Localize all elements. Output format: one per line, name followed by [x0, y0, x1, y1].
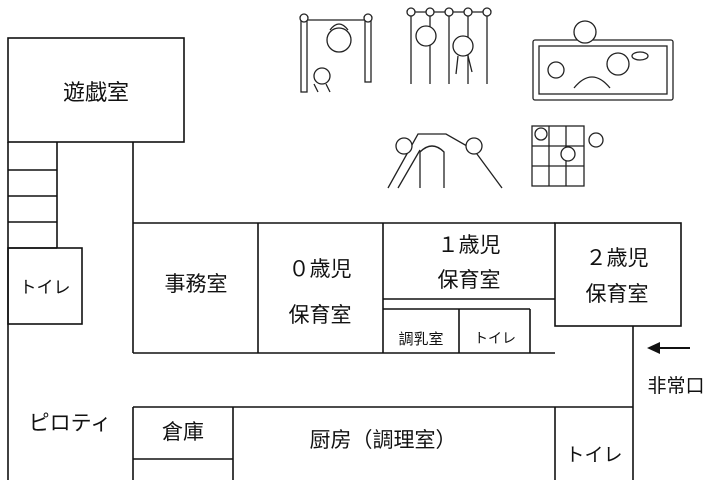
infant0-label-line1: ０歳児 [289, 257, 352, 281]
arrow-left-icon [647, 342, 690, 354]
infant2-label-line1: ２歳児 [586, 246, 649, 270]
walls [7, 37, 682, 480]
playroom-room [7, 37, 185, 143]
toilet-left-label: トイレ [20, 278, 71, 298]
milk-room-label: 調乳室 [398, 330, 443, 348]
emergency-exit-label: 非常口 [647, 375, 704, 397]
infant0-label-line2: 保育室 [289, 303, 352, 327]
toilet-left-room [7, 247, 83, 325]
room-labels: 遊戯室 トイレ 事務室 ０歳児 保育室 １歳児 保育室 調乳室 トイレ ２歳児 … [20, 81, 649, 466]
playroom-label: 遊戯室 [63, 81, 129, 106]
horizontal-bar-illustration [299, 13, 373, 93]
emergency-exit: 非常口 [647, 342, 705, 397]
toilet-small-label: トイレ [474, 331, 516, 347]
storage-label: 倉庫 [162, 420, 204, 444]
slide-illustration [387, 133, 503, 189]
jungle-gym-illustration [531, 125, 604, 187]
toilet-bottom-label: トイレ [565, 444, 622, 466]
monkey-bars-illustration [406, 7, 492, 84]
office-label: 事務室 [165, 272, 228, 296]
pilotis-label: ピロティ [29, 411, 112, 435]
kitchen-label: 厨房（調理室） [310, 428, 457, 452]
sandbox-illustration [532, 20, 674, 101]
infant2-label-line2: 保育室 [586, 282, 649, 306]
infant1-label-line2: 保育室 [438, 268, 501, 292]
infant2-room [554, 222, 682, 327]
infant1-label-line1: １歳児 [438, 233, 501, 257]
